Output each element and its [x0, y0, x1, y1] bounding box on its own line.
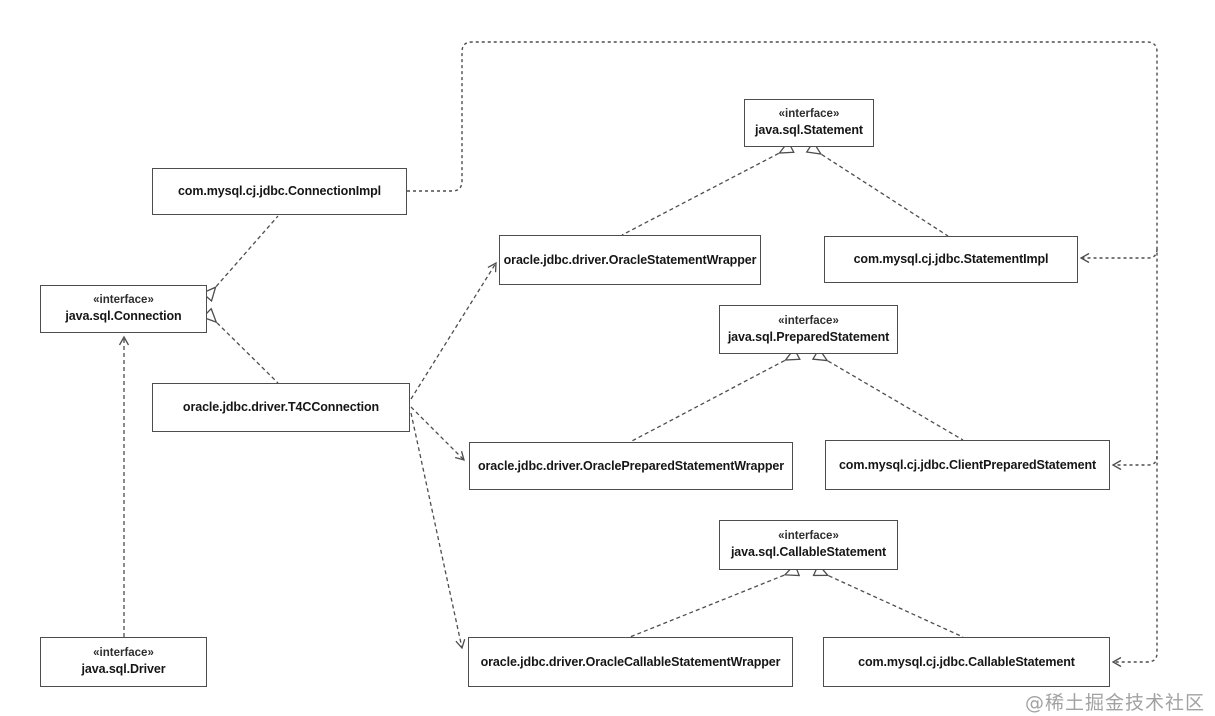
node-label: com.mysql.cj.jdbc.ConnectionImpl — [177, 184, 382, 199]
node-clientpreparedstatement: com.mysql.cj.jdbc.ClientPreparedStatemen… — [825, 440, 1110, 490]
stereotype-label: «interface» — [778, 108, 840, 121]
stereotype-label: «interface» — [778, 314, 839, 327]
node-label: java.sql.Connection — [65, 309, 182, 324]
stereotype-label: «interface» — [778, 530, 839, 543]
edge-oraclecallablestatementwrapper-implements-callablestatement — [629, 570, 797, 638]
node-label: java.sql.PreparedStatement — [727, 329, 890, 344]
edge-connectionimpl-uses-mysql-callablestatement — [407, 41, 1158, 668]
edge-connectionimpl-uses-clientpreparedstatement — [1111, 455, 1158, 471]
node-label: java.sql.Statement — [755, 123, 863, 138]
edge-oraclestatementwrapper-implements-statement — [621, 147, 791, 236]
node-label: oracle.jdbc.driver.OracleStatementWrappe… — [503, 252, 757, 267]
edge-connectionimpl-uses-statementimpl — [1079, 248, 1158, 264]
node-mysql-callablestatement: com.mysql.cj.jdbc.CallableStatement — [823, 637, 1110, 687]
node-callablestatement-interface: «interface» java.sql.CallableStatement — [719, 520, 898, 570]
node-driver-interface: «interface» java.sql.Driver — [40, 637, 207, 687]
node-label: oracle.jdbc.driver.T4CConnection — [182, 400, 380, 415]
edge-clientpreparedstatement-implements-preparedstatement — [816, 354, 964, 441]
edge-t4cconnection-uses-oraclecallablestatementwrapper — [410, 412, 466, 650]
edge-t4cconnection-uses-oraclepreparedstatementwrapper — [410, 406, 465, 461]
node-oraclecallablestatementwrapper: oracle.jdbc.driver.OracleCallableStateme… — [468, 637, 793, 687]
node-statementimpl: com.mysql.cj.jdbc.StatementImpl — [824, 236, 1078, 283]
stereotype-label: «interface» — [93, 294, 154, 307]
edge-t4cconnection-uses-oraclestatementwrapper — [410, 261, 497, 400]
node-connection-interface: «interface» java.sql.Connection — [40, 285, 207, 333]
edge-mysqlcallablestatement-implements-callablestatement — [816, 570, 964, 638]
node-label: java.sql.Driver — [81, 662, 166, 677]
node-preparedstatement-interface: «interface» java.sql.PreparedStatement — [719, 305, 898, 354]
node-label: java.sql.CallableStatement — [730, 545, 887, 560]
node-label: oracle.jdbc.driver.OraclePreparedStateme… — [477, 458, 785, 473]
node-oraclepreparedstatementwrapper: oracle.jdbc.driver.OraclePreparedStateme… — [469, 442, 793, 490]
node-statement-interface: «interface» java.sql.Statement — [744, 99, 874, 147]
stereotype-label: «interface» — [93, 647, 154, 660]
node-t4cconnection: oracle.jdbc.driver.T4CConnection — [152, 383, 410, 432]
watermark-text: @稀土掘金技术社区 — [1024, 692, 1205, 714]
node-label: com.mysql.cj.jdbc.CallableStatement — [858, 654, 1075, 669]
node-oraclestatementwrapper: oracle.jdbc.driver.OracleStatementWrappe… — [499, 235, 761, 285]
edge-connectionimpl-implements-connection — [207, 215, 279, 297]
node-label: com.mysql.cj.jdbc.StatementImpl — [853, 252, 1049, 267]
edge-t4cconnection-implements-connection — [207, 313, 279, 384]
node-label: oracle.jdbc.driver.OracleCallableStateme… — [480, 654, 781, 669]
edge-statementimpl-implements-statement — [810, 147, 949, 237]
node-label: com.mysql.cj.jdbc.ClientPreparedStatemen… — [838, 457, 1097, 472]
edge-oraclepreparedstatementwrapper-implements-preparedstatement — [629, 354, 797, 443]
node-connectionimpl: com.mysql.cj.jdbc.ConnectionImpl — [152, 168, 407, 215]
